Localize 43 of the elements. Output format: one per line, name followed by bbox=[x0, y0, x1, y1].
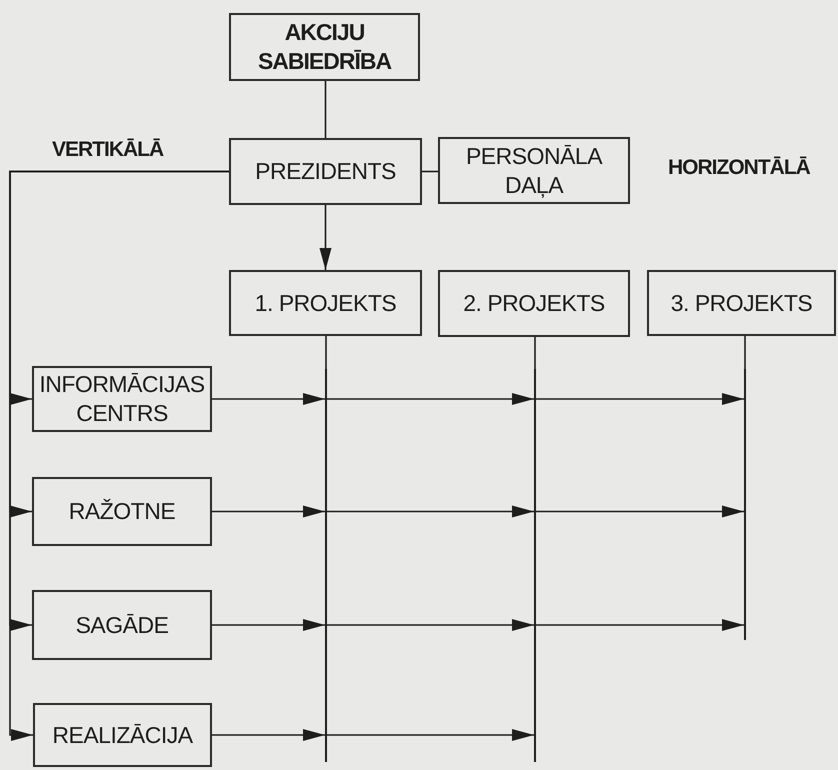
org-unit-box bbox=[229, 270, 422, 336]
connector-arrow bbox=[536, 506, 744, 518]
connector-arrow bbox=[212, 619, 325, 631]
connector-arrow bbox=[327, 729, 534, 741]
unit-name: 2. PROJEKTS bbox=[463, 289, 605, 318]
unit-name: SAGĀDE bbox=[76, 610, 168, 640]
direction-label: HORIZONTĀLĀ bbox=[668, 156, 810, 180]
connector-line bbox=[744, 336, 746, 369]
project-line bbox=[325, 369, 327, 762]
unit-name: PERSONĀLA DAĻA bbox=[464, 142, 604, 200]
unit-name: AKCIJU SABIEDRĪBA bbox=[256, 18, 392, 76]
connector-line bbox=[324, 81, 326, 138]
unit-name: 1. PROJEKTS bbox=[254, 288, 396, 318]
connector-arrow bbox=[9, 170, 229, 741]
connector-arrow bbox=[212, 393, 325, 405]
unit-name: PREZIDENTS bbox=[255, 157, 396, 186]
org-unit-box bbox=[229, 13, 420, 81]
connector-arrow bbox=[320, 205, 332, 270]
connector-arrow bbox=[327, 619, 534, 631]
project-line bbox=[744, 369, 746, 640]
connector-arrow bbox=[536, 619, 744, 631]
org-unit-box bbox=[647, 270, 836, 336]
unit-name: INFORMĀCIJAS CENTRS bbox=[38, 370, 206, 428]
connector-line bbox=[534, 337, 536, 369]
connector-arrow bbox=[327, 393, 534, 405]
unit-name: RAŽOTNE bbox=[68, 497, 176, 526]
unit-name: 3. PROJEKTS bbox=[670, 288, 812, 318]
org-unit-box bbox=[33, 703, 212, 767]
org-unit-box bbox=[32, 366, 212, 432]
connector-line bbox=[325, 336, 327, 369]
connector-arrow bbox=[212, 506, 325, 518]
connector-arrow bbox=[536, 393, 744, 405]
org-unit-box bbox=[438, 137, 630, 204]
org-unit-box bbox=[32, 590, 212, 660]
org-unit-box bbox=[229, 138, 422, 205]
org-unit-box bbox=[32, 477, 212, 546]
unit-name: REALIZĀCIJA bbox=[52, 720, 193, 750]
org-unit-box bbox=[438, 270, 630, 337]
direction-label: VERTIKĀLĀ bbox=[52, 138, 164, 162]
project-line bbox=[534, 369, 536, 762]
connector-arrow bbox=[212, 729, 325, 741]
connector-line bbox=[422, 170, 438, 172]
connector-arrow bbox=[327, 506, 534, 518]
